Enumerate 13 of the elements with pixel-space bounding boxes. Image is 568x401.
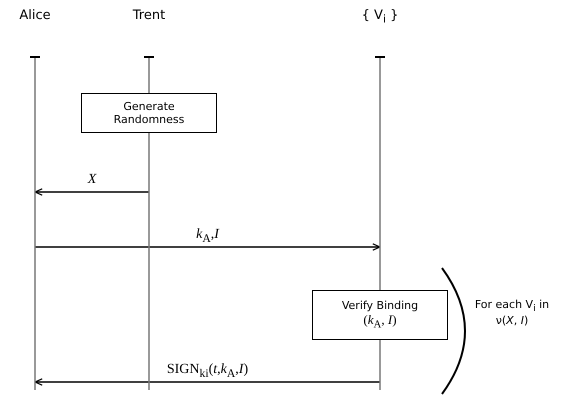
arrow xyxy=(35,243,381,251)
box-formula: (k$_{A}$, I) xyxy=(363,312,397,331)
participant-label: Trent xyxy=(132,8,166,23)
note-text: For each V$_{i}$ in ν(X, I) xyxy=(474,298,550,328)
arrow xyxy=(34,188,149,196)
participant-label: Alice xyxy=(18,8,52,23)
edge-label: k$_{A}$,I xyxy=(194,227,221,245)
process-box xyxy=(312,290,448,340)
box-title: Verify Binding xyxy=(342,299,418,312)
arrow xyxy=(34,378,380,386)
participant-label: { V$_{i}$ } xyxy=(360,8,400,26)
process-box: Generate Randomness xyxy=(81,93,217,133)
edge-label: SIGN$_{ki}$(t,k$_{A}$,I) xyxy=(164,362,250,380)
